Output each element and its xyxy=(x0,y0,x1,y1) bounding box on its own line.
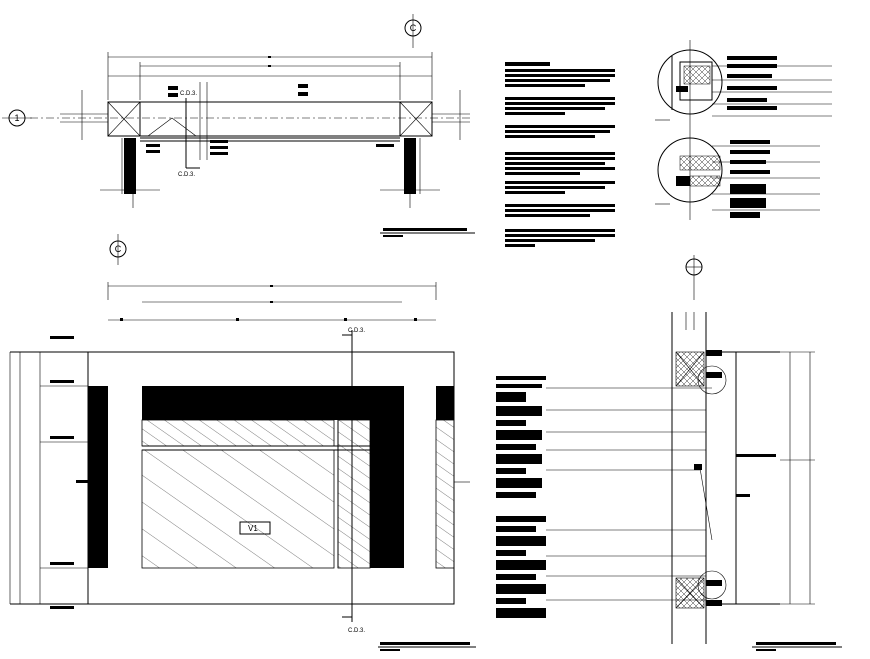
svg-text:C: C xyxy=(410,23,417,33)
svg-text:C: C xyxy=(115,244,122,254)
svg-text:V1: V1 xyxy=(248,524,258,533)
grid-bubble-c-mid: C xyxy=(109,234,127,265)
plan-section-ref-b: C.D.3. xyxy=(178,172,195,178)
general-notes-block xyxy=(505,62,615,247)
grid-bubble-c-top: C xyxy=(404,14,422,48)
window-elevation: C xyxy=(9,234,476,651)
detail-top-right-2 xyxy=(655,130,820,220)
elev-section-ref-bottom: C.D.3. xyxy=(348,628,365,634)
window-tag-v1: V1 xyxy=(239,521,271,535)
plan-view: C.D.3. C.D.3. C 1 xyxy=(2,14,475,237)
plan-section-ref-a: C.D.3. xyxy=(180,91,197,97)
wall-section xyxy=(496,255,842,651)
detail-top-right-1 xyxy=(655,40,832,130)
grid-bubble-1-left: 1 xyxy=(2,109,32,127)
elev-section-ref-top: C.D.3. xyxy=(348,328,365,334)
svg-text:1: 1 xyxy=(14,113,19,123)
